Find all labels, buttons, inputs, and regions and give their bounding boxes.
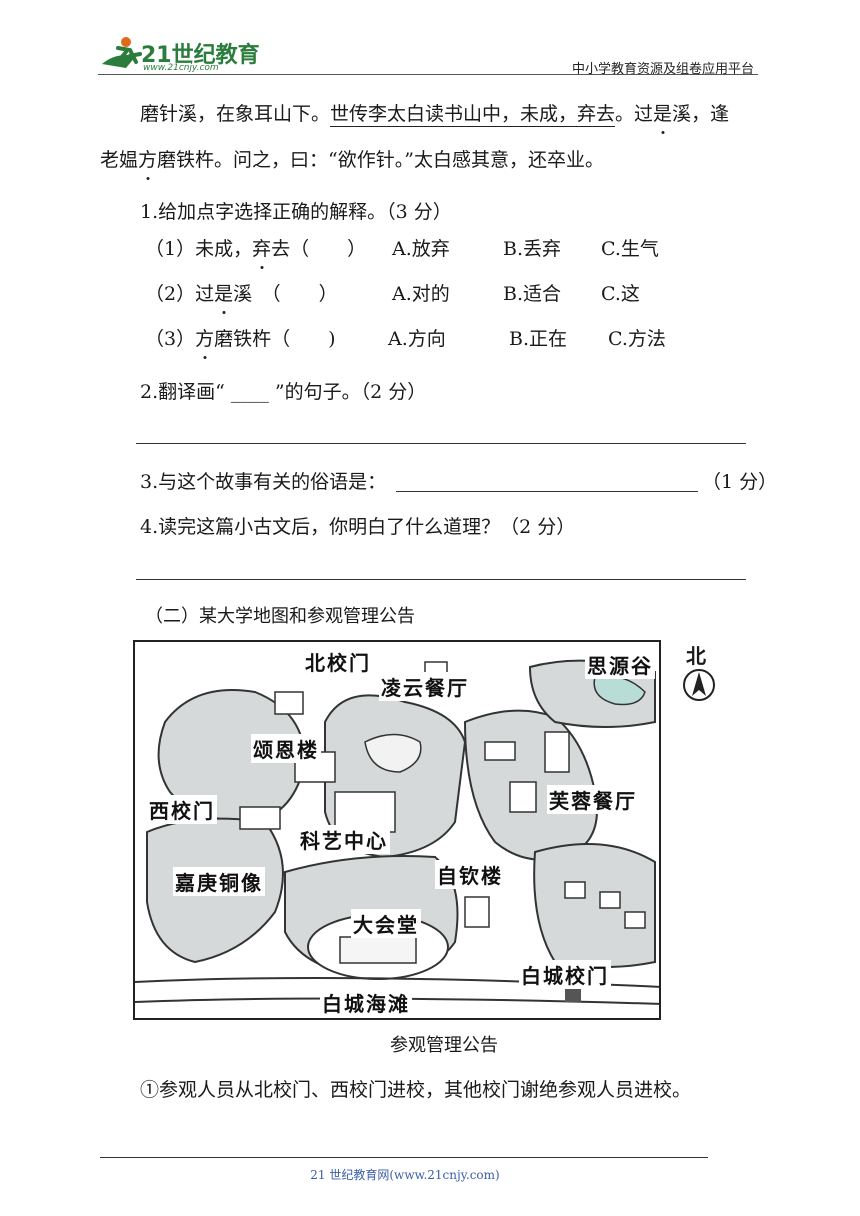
notice-title: 参观管理公告 bbox=[390, 1035, 498, 1056]
passage-text: 磨针溪，在象耳山下。 bbox=[140, 103, 331, 125]
campus-map: 北校门 凌云餐厅 思源谷 颂恩楼 西校门 芙蓉餐厅 科艺中心 自钦楼 嘉庚铜像 … bbox=[133, 640, 661, 1020]
footer-text: 21 世纪教育网(www.21cnjy.com) bbox=[310, 1168, 500, 1182]
q1-item-3-option-a: A.方向 bbox=[388, 328, 446, 350]
platform-name: 中小学教育资源及组卷应用平台 bbox=[571, 62, 754, 77]
passage-text: 。过 bbox=[615, 103, 654, 125]
dotted-char: 弃 bbox=[252, 238, 272, 260]
q1-item-2-option-a: A.对的 bbox=[392, 283, 450, 305]
q2-prompt: 2.翻译画“ ____ ”的句子。（2 分） bbox=[140, 381, 427, 403]
q1-item-1-stem: （1）未成，弃去（ ） bbox=[145, 238, 367, 260]
map-label-dahuitang: 大会堂 bbox=[351, 909, 421, 938]
map-label-jiaqing: 嘉庚铜像 bbox=[173, 867, 265, 896]
q3-answer-line[interactable] bbox=[396, 491, 698, 492]
logo-text: 21世纪教育 bbox=[141, 43, 260, 68]
passage-line-2: 老媪方磨铁杵。问之，曰：“欲作针。”太白感其意，还卒业。 bbox=[100, 148, 604, 172]
map-label-keyi: 科艺中心 bbox=[298, 825, 390, 854]
map-label-siyuan: 思源谷 bbox=[585, 650, 655, 679]
q2-answer-line[interactable] bbox=[136, 443, 746, 444]
q1-item-1-option-b: B.丢弃 bbox=[503, 238, 562, 260]
map-label-lingyun: 凌云餐厅 bbox=[379, 672, 471, 701]
header-divider bbox=[98, 74, 758, 75]
passage-line-1: 磨针溪，在象耳山下。世传李太白读书山中，未成，弃去。过是溪，逢 bbox=[140, 102, 730, 127]
q3-points: （1 分） bbox=[702, 471, 778, 493]
map-label-baicheng-gate: 白城校门 bbox=[519, 960, 611, 989]
notice-item-1: ①参观人员从北校门、西校门进校，其他校门谢绝参观人员进校。 bbox=[140, 1079, 692, 1101]
dotted-char: 方 bbox=[138, 149, 158, 171]
dotted-char: 是 bbox=[214, 283, 234, 305]
section2-title: （二）某大学地图和参观管理公告 bbox=[145, 606, 415, 627]
map-label-furong: 芙蓉餐厅 bbox=[547, 785, 639, 814]
map-label-songen: 颂恩楼 bbox=[251, 734, 321, 763]
q1-title: 1.给加点字选择正确的解释。（3 分） bbox=[140, 201, 452, 223]
q3-prompt: 3.与这个故事有关的俗语是： bbox=[140, 471, 387, 493]
passage-text: 老媪 bbox=[100, 149, 139, 171]
q4-prompt: 4.读完这篇小古文后，你明白了什么道理？（2 分） bbox=[140, 516, 576, 538]
dotted-char: 是 bbox=[653, 103, 673, 125]
footer-divider bbox=[100, 1157, 708, 1158]
q1-item-3-option-b: B.正在 bbox=[509, 328, 568, 350]
north-label: 北 bbox=[686, 644, 706, 668]
map-label-north-gate: 北校门 bbox=[303, 647, 373, 676]
q1-item-1-option-c: C.生气 bbox=[601, 238, 659, 260]
passage-text: 溪，逢 bbox=[672, 103, 730, 125]
map-label-ziqin: 自钦楼 bbox=[435, 860, 505, 889]
passage-text: 磨铁杵。问之，曰：“欲作针。”太白感其意，还卒业。 bbox=[157, 149, 604, 171]
q1-item-3-option-c: C.方法 bbox=[608, 328, 666, 350]
q4-answer-line[interactable] bbox=[136, 579, 746, 580]
map-label-baicheng-beach: 白城海滩 bbox=[320, 988, 412, 1017]
underlined-sentence: 世传李太白读书山中，未成，弃去 bbox=[330, 103, 616, 127]
q1-item-2-option-b: B.适合 bbox=[503, 283, 562, 305]
dotted-char: 方 bbox=[195, 328, 215, 350]
q1-item-2-stem: （2）过是溪 （ ） bbox=[145, 283, 338, 305]
logo-url: www.21cnjy.com bbox=[143, 63, 219, 73]
logo-runner-icon bbox=[102, 37, 142, 68]
map-illustration bbox=[135, 659, 659, 1005]
map-label-west-gate: 西校门 bbox=[147, 795, 217, 824]
q1-item-3-stem: （3）方磨铁杵（ ) bbox=[145, 328, 336, 350]
q1-item-1-option-a: A.放弃 bbox=[392, 238, 450, 260]
north-arrow-icon bbox=[683, 669, 715, 701]
q1-item-2-option-c: C.这 bbox=[601, 283, 640, 305]
